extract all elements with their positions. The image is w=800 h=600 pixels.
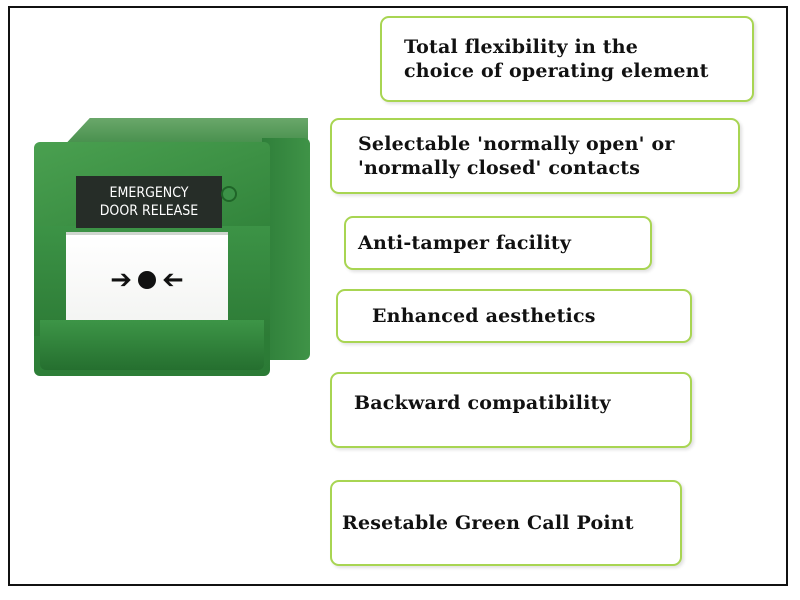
feature-text: Enhanced aesthetics: [372, 305, 596, 327]
feature-text: Anti-tamper facility: [358, 232, 572, 254]
feature-text-line: Selectable 'normally open' or: [358, 133, 675, 155]
led-indicator: [221, 186, 237, 202]
arrow-right-icon: ➔: [110, 265, 132, 295]
call-point-device: EMERGENCY DOOR RELEASE ➔ ➔: [30, 118, 320, 380]
feature-text: Selectable 'normally open' or 'normally …: [358, 132, 675, 180]
device-label-line1: EMERGENCY: [109, 185, 189, 201]
feature-box-resetable: Resetable Green Call Point: [330, 480, 682, 566]
feature-text-line: Total flexibility in the: [404, 36, 639, 58]
device-label-line2: DOOR RELEASE: [99, 203, 199, 219]
feature-text: Backward compatibility: [354, 392, 611, 414]
device-bottom: [40, 320, 264, 370]
feature-box-flexibility: Total flexibility in the choice of opera…: [380, 16, 754, 102]
image-frame: [8, 6, 788, 586]
arrow-left-icon: ➔: [162, 265, 184, 295]
break-glass-panel: ➔ ➔: [66, 232, 228, 325]
feature-box-contacts: Selectable 'normally open' or 'normally …: [330, 118, 740, 194]
device-label-plate: EMERGENCY DOOR RELEASE: [76, 176, 222, 228]
feature-text-line: choice of operating element: [404, 60, 709, 82]
feature-text-line: 'normally closed' contacts: [358, 157, 641, 179]
device-side: [262, 138, 310, 360]
dot-icon: [138, 271, 156, 289]
feature-box-aesthetics: Enhanced aesthetics: [336, 289, 692, 343]
feature-text: Total flexibility in the choice of opera…: [404, 35, 709, 83]
feature-box-anti-tamper: Anti-tamper facility: [344, 216, 652, 270]
feature-text: Resetable Green Call Point: [342, 512, 634, 534]
feature-box-compatibility: Backward compatibility: [330, 372, 692, 448]
